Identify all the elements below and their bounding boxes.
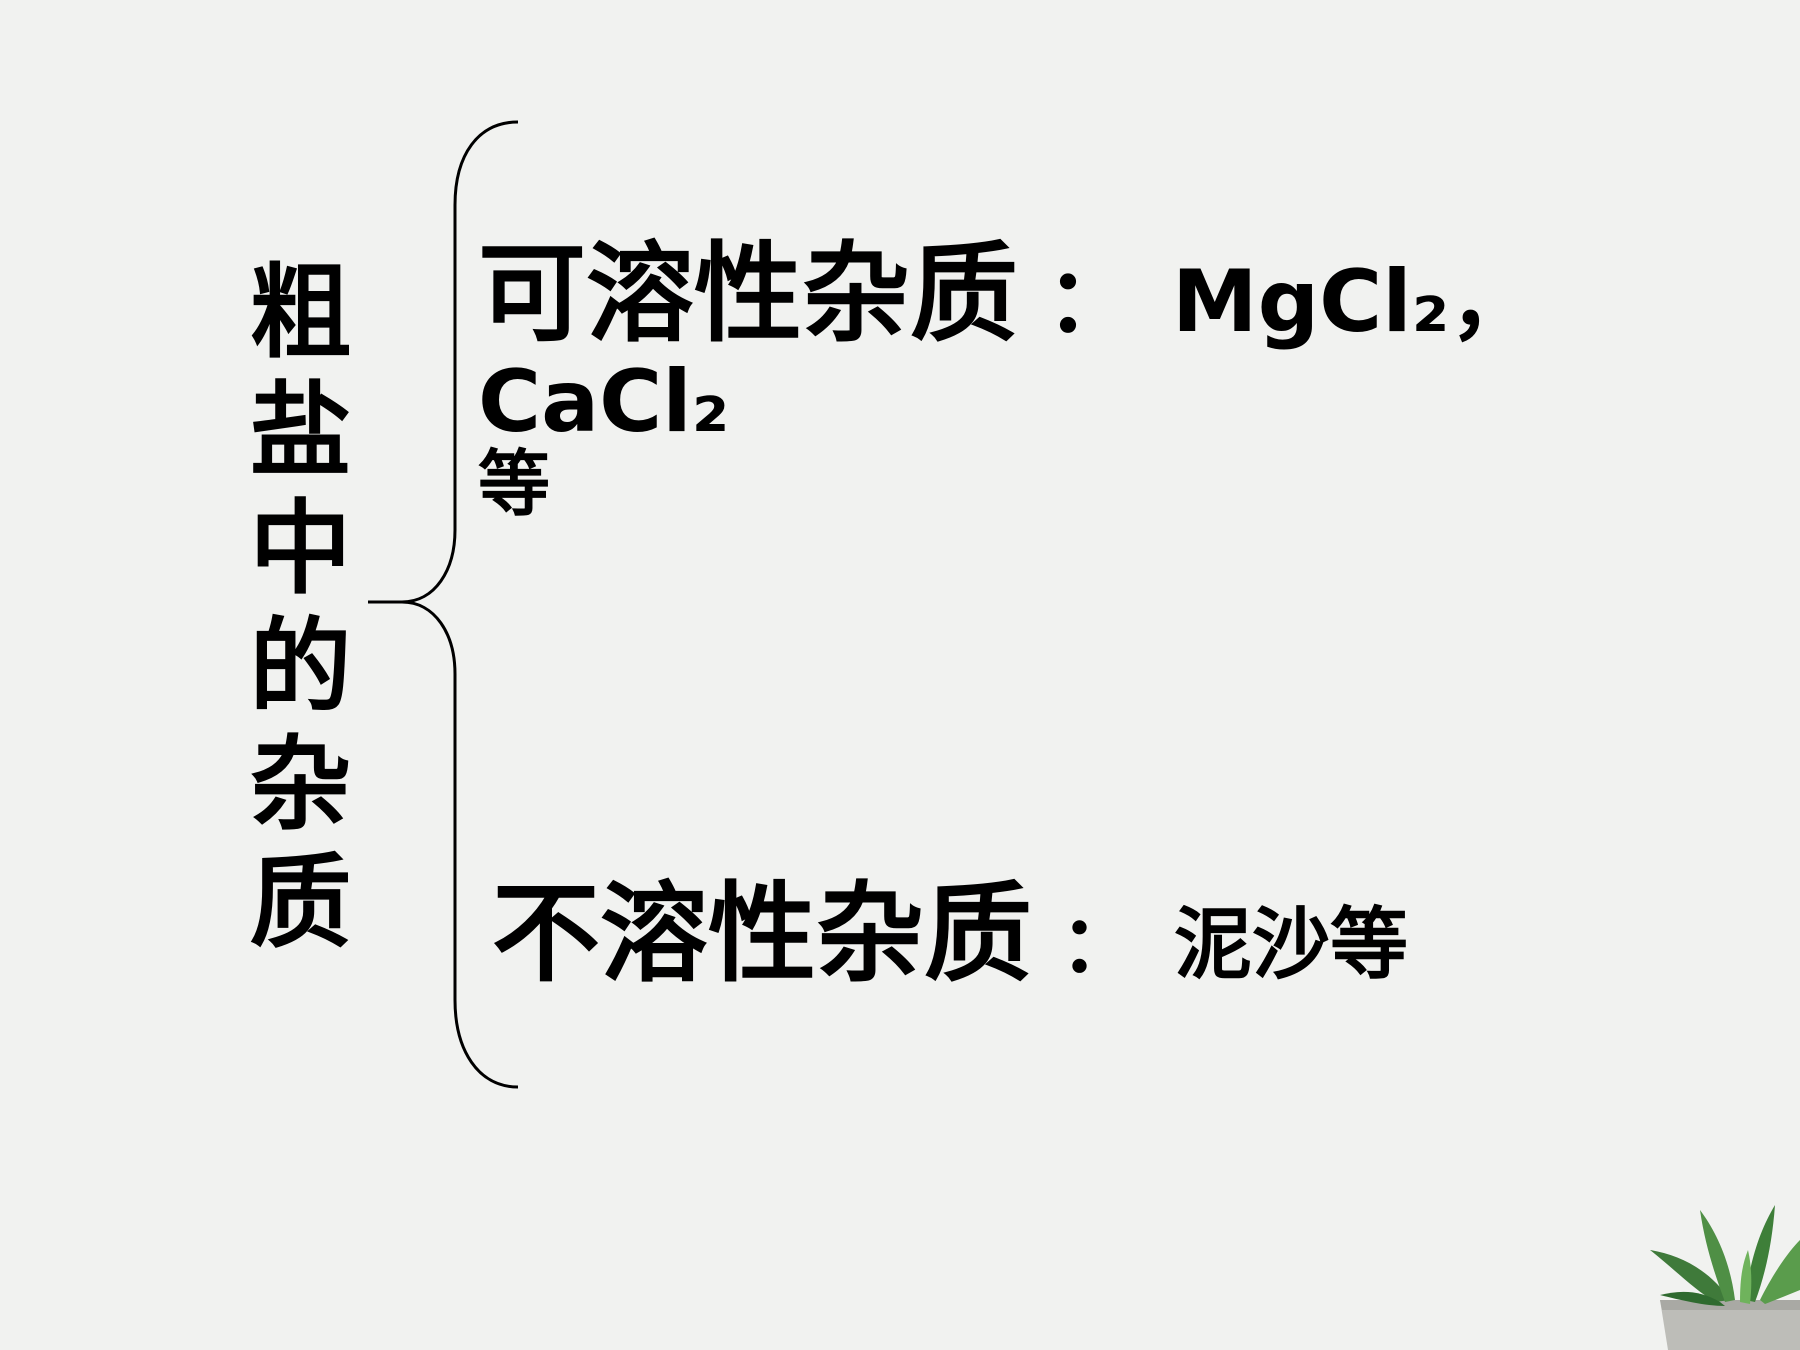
soluble-colon: ： [1046,249,1135,352]
slide-title: 粗盐中的杂质 [232,258,351,966]
insoluble-colon: ： [1060,900,1139,990]
soluble-examples: MgCl₂，CaCl₂ [478,252,1536,452]
insoluble-examples: 泥沙等 [1174,900,1409,990]
soluble-suffix: 等 [478,442,551,527]
insoluble-label: 不溶性杂质 [492,872,1033,997]
insoluble-impurities: 不溶性杂质 ： 泥沙等 [492,870,1692,1000]
soluble-impurities: 可溶性杂质 ：MgCl₂，CaCl₂ 等 [478,235,1738,527]
potted-succulent-icon [1650,1205,1800,1350]
soluble-label: 可溶性杂质 [478,232,1019,357]
